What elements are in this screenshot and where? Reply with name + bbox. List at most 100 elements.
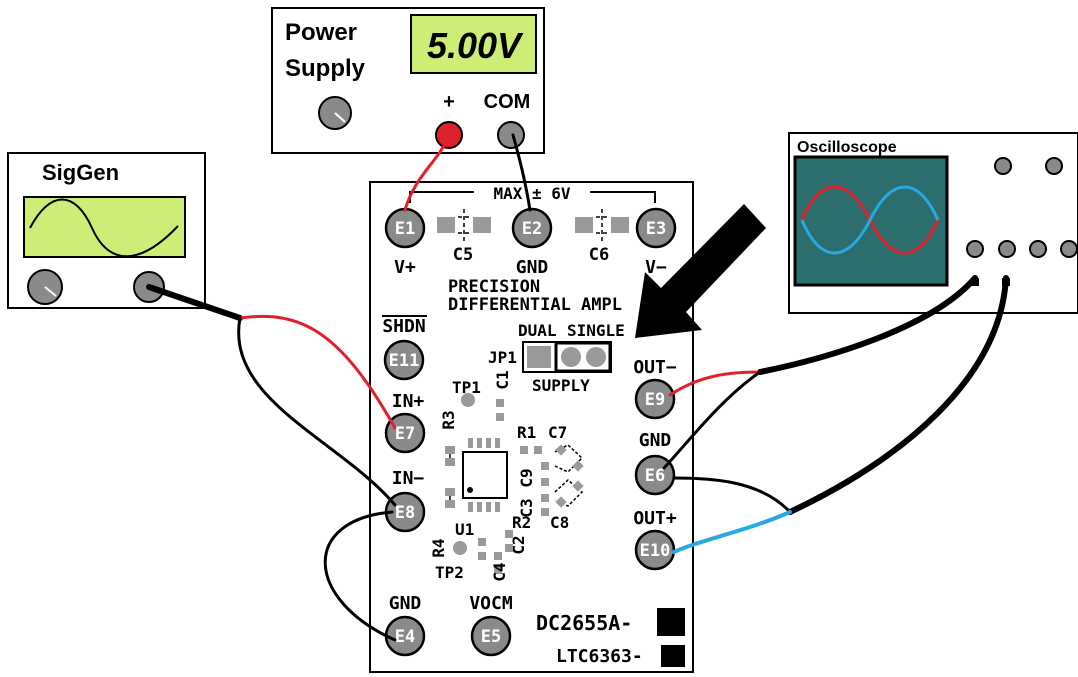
wire-black-to-e6-ch2 <box>672 476 792 514</box>
oscilloscope-blue-trace <box>800 185 940 255</box>
jumper-pin <box>586 347 606 367</box>
scope-cable-ch1 <box>757 275 978 375</box>
power-supply-voltage-readout: 5.00V <box>427 25 524 66</box>
tp2-point <box>453 541 467 555</box>
power-supply-com-label: COM <box>484 91 531 113</box>
wires <box>146 133 1010 642</box>
power-supply-display <box>410 14 537 74</box>
c3-pad <box>541 494 549 502</box>
c1-label: C1 <box>493 370 512 389</box>
c9-label: C9 <box>517 468 536 487</box>
c7-label: C7 <box>548 423 567 442</box>
c7-pad <box>572 460 584 472</box>
pad-e3[interactable] <box>635 207 677 249</box>
c5-pad <box>437 217 455 233</box>
gnd-bottom-label: GND <box>389 593 422 614</box>
r1-pad <box>534 446 542 454</box>
jumper-name-label: JP1 <box>488 348 517 367</box>
c6-pad <box>611 217 629 233</box>
jumper-pin <box>527 346 551 368</box>
r1-pad <box>520 446 528 454</box>
knob-indicator-icon <box>44 286 57 297</box>
c8-label: C8 <box>550 513 569 532</box>
wire-siggen-black-to-e8 <box>237 316 397 507</box>
outplus-label: OUT+ <box>633 508 677 529</box>
power-supply-title-line2: Supply <box>285 55 366 82</box>
pad-e8-label: E8 <box>395 503 415 523</box>
c3-pad <box>541 508 549 516</box>
r1-label: R1 <box>517 423 536 442</box>
wire-e8-to-e4 <box>323 510 397 642</box>
c2-label: C2 <box>509 535 528 554</box>
pad-e5[interactable] <box>470 615 512 657</box>
c8-pad <box>555 496 567 508</box>
oscilloscope-input-knob[interactable] <box>1060 240 1078 258</box>
r4-label: R4 <box>429 538 448 557</box>
c7-pad <box>555 444 567 456</box>
c6-pad <box>575 217 593 233</box>
pad-e7-label: E7 <box>395 424 415 444</box>
oscilloscope: Oscilloscope <box>788 132 1078 314</box>
tp1-point <box>461 393 475 407</box>
oscilloscope-knob[interactable] <box>1045 157 1063 175</box>
ltc-part-number: LTC6363- <box>556 646 643 667</box>
max-voltage-label: MAX ± 6V <box>493 184 570 203</box>
u1-chip <box>445 438 508 512</box>
inplus-label: IN+ <box>392 391 425 412</box>
pad-e9-label: E9 <box>645 390 665 410</box>
siggen-title: SigGen <box>42 160 119 185</box>
oscilloscope-input-knob[interactable] <box>1029 240 1047 258</box>
gnd-top-label: GND <box>516 257 549 278</box>
power-supply-plus-label: + <box>443 91 455 113</box>
r3-pads <box>445 446 455 508</box>
scope-cable-ch2 <box>787 275 1009 515</box>
ltc-suffix-box <box>661 645 685 667</box>
sine-wave-icon <box>29 198 179 258</box>
r3-label: R3 <box>439 410 458 429</box>
vocm-label: VOCM <box>469 593 513 614</box>
board-title-line1: PRECISION <box>448 277 540 297</box>
c4-label: C4 <box>490 562 509 581</box>
dc-part-number: DC2655A- <box>536 611 632 635</box>
u1-pins <box>468 438 500 512</box>
r2-label: R2 <box>512 513 531 532</box>
power-supply-com-terminal[interactable] <box>497 121 525 149</box>
outminus-label: OUT− <box>633 357 677 378</box>
c2-pad <box>505 544 513 552</box>
oscilloscope-knob[interactable] <box>994 157 1012 175</box>
r4-pad <box>478 538 486 546</box>
wire-blue-to-e10 <box>672 510 792 554</box>
pad-e7[interactable] <box>384 412 426 454</box>
pad-e10-label: E10 <box>640 541 671 561</box>
oscilloscope-input-knob[interactable] <box>966 240 984 258</box>
pad-e5-label: E5 <box>481 627 501 647</box>
wire-red-to-e9 <box>668 370 762 397</box>
c4-pad <box>494 566 502 574</box>
dc-suffix-box <box>657 608 685 636</box>
c3-label: C3 <box>517 498 536 517</box>
inminus-label: IN− <box>392 468 425 489</box>
c1-pad <box>496 413 504 421</box>
pad-e11[interactable] <box>383 339 425 381</box>
eval-board: MAX ± 6V C5 C6 E1 V+ E2 GND E3 V− PRECIS… <box>369 181 694 673</box>
c5-outline <box>458 209 470 241</box>
wire-black-to-e6-ch1 <box>662 370 762 470</box>
tp2-label: TP2 <box>435 563 464 582</box>
c9-pad <box>541 462 549 470</box>
pad-e9[interactable] <box>634 378 676 420</box>
power-supply-title-line1: Power <box>285 19 357 46</box>
oscilloscope-title: Oscilloscope <box>797 139 897 156</box>
pad-e2[interactable] <box>511 207 553 249</box>
pad-e6-label: E6 <box>645 466 665 486</box>
wire-vplus-red <box>403 133 451 212</box>
jumper-single-label: SINGLE <box>567 321 625 340</box>
signal-generator: SigGen <box>7 152 206 309</box>
oscilloscope-input-knob[interactable] <box>998 240 1016 258</box>
c5-pad <box>473 217 491 233</box>
pad-e11-label: E11 <box>389 351 420 371</box>
c4-pad <box>494 552 502 560</box>
c6-label: C6 <box>589 245 609 265</box>
c5-label: C5 <box>453 245 473 265</box>
siggen-cable <box>146 284 243 321</box>
